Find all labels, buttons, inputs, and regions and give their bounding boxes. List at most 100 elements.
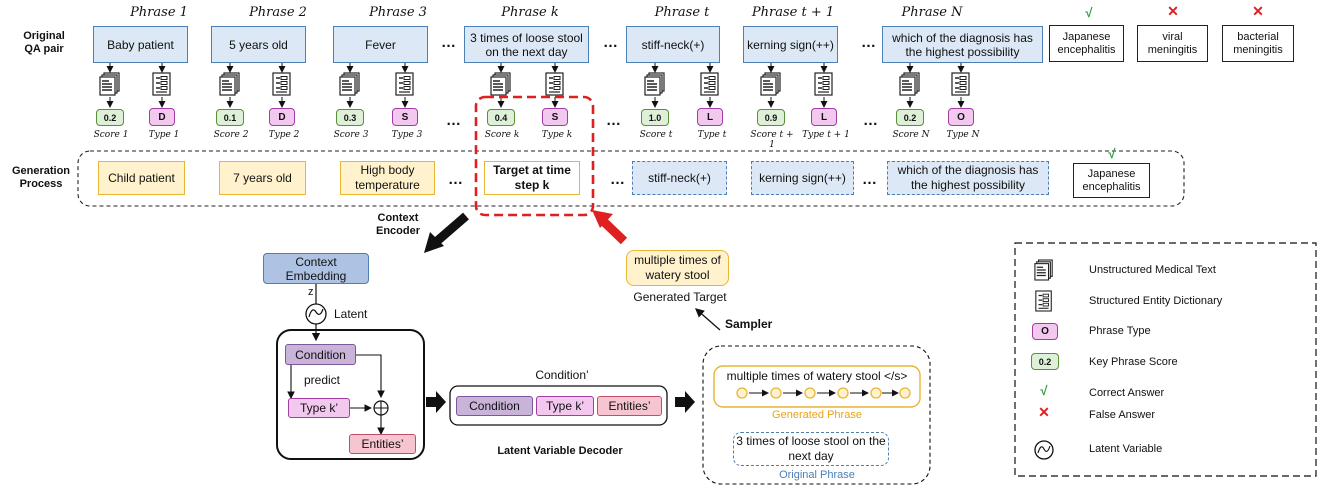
generation-process-container: [77, 150, 1185, 207]
type-label: Type t: [697, 130, 727, 140]
phrase-header: Phrase k: [501, 5, 559, 20]
latent-label: Latent: [334, 307, 368, 321]
type-label: Type 3: [391, 130, 423, 140]
answer-option-3: bacterial meningitis: [1222, 25, 1294, 62]
phrase-header: Phrase N: [901, 5, 963, 20]
ellipsis: …: [446, 112, 462, 129]
unstructured-text-icon: [339, 72, 360, 96]
generated-phrase-text: multiple times of watery stool </s>: [726, 369, 908, 383]
legend-structured-text: Structured Entity Dictionary: [1089, 295, 1223, 307]
phrase-header: Phrase t + 1: [751, 5, 835, 20]
key-phrase-score: 0.1: [216, 109, 244, 126]
score-label: Score N: [892, 130, 930, 140]
sampler-label: Sampler: [725, 317, 773, 331]
answer-2-mark: ✕: [1167, 3, 1179, 19]
score-label: Score t: [639, 130, 673, 140]
legend-score-icon: 0.2: [1031, 353, 1059, 370]
generated-phrase-slot: High body temperature: [340, 161, 435, 195]
score-label: Score t + 1: [750, 130, 794, 150]
latent-module-box: [276, 329, 425, 460]
unstructured-text-icon: [899, 72, 920, 96]
type-k-prime-box: Type k’: [288, 398, 350, 418]
type-label: Type N: [946, 130, 980, 140]
ellipsis: …: [863, 112, 879, 129]
legend-correct-text: Correct Answer: [1089, 387, 1165, 399]
to-generation-arrow: [675, 391, 695, 413]
context-encoder-label: Context Encoder: [375, 212, 420, 237]
phrase-header: Phrase t: [654, 5, 710, 20]
row-label-generation-text: Generation Process: [11, 165, 71, 190]
legend-score-text: Key Phrase Score: [1089, 356, 1178, 368]
legend-check-icon: √: [1040, 383, 1048, 398]
key-phrase-score: 1.0: [641, 109, 669, 126]
phrase-type: O: [948, 108, 974, 126]
generated-phrase-slot: 7 years old: [219, 161, 306, 195]
latent-variable-icon: [305, 303, 327, 325]
generated-phrase-slot: which of the diagnosis has the highest p…: [887, 161, 1049, 195]
original-phrase-box: which of the diagnosis has the highest p…: [882, 26, 1043, 63]
type-label: Type 1: [148, 130, 180, 140]
generated-target-label: Generated Target: [633, 290, 727, 304]
phrase-header: Phrase 2: [249, 5, 307, 20]
latent-variable-decoder-label: Latent Variable Decoder: [497, 445, 623, 457]
context-encoder-arrow: [433, 212, 469, 246]
dictionary-icon: [272, 72, 291, 96]
score-label: Score 3: [333, 130, 369, 140]
sampler-arrow: [695, 308, 721, 331]
legend-box: [1014, 242, 1317, 477]
row-label-generation: Generation Process: [6, 165, 76, 191]
unstructured-text-icon: [99, 72, 120, 96]
row-label-original: Original QA pair: [14, 30, 74, 56]
predict-label: predict: [304, 373, 341, 387]
generated-phrase-slot: Child patient: [98, 161, 185, 195]
type-label: Type t + 1: [802, 130, 850, 140]
row-label-original-text: Original QA pair: [23, 30, 65, 55]
answer-1-mark: √: [1085, 5, 1093, 20]
ellipsis: …: [603, 34, 619, 51]
legend-cross-icon: ✕: [1038, 404, 1050, 420]
score-label: Score k: [484, 130, 520, 140]
original-phrase-box: stiff-neck(+): [626, 26, 720, 63]
generated-phrase-slot: kerning sign(++): [751, 161, 854, 195]
dictionary-icon: [545, 72, 564, 96]
token-chain: [736, 387, 911, 399]
key-phrase-score: 0.2: [896, 109, 924, 126]
target-highlight: [474, 95, 595, 217]
generated-answer-mark: √: [1108, 146, 1116, 161]
dictionary-icon: [814, 72, 833, 96]
dictionary-icon: [395, 72, 414, 96]
ellipsis: …: [861, 34, 877, 51]
key-phrase-score: 0.9: [757, 109, 785, 126]
unstructured-text-icon: [644, 72, 665, 96]
key-phrase-score: 0.2: [96, 109, 124, 126]
phrase-type: D: [269, 108, 295, 126]
answer-option-2: viral meningitis: [1137, 25, 1208, 62]
ellipsis: …: [862, 171, 878, 188]
legend-phrase-type-icon: O: [1032, 323, 1058, 340]
z-label: z: [308, 286, 314, 298]
dictionary-icon: [152, 72, 171, 96]
context-embedding-box: Context Embedding: [263, 253, 369, 284]
phrase-type: S: [392, 108, 418, 126]
generated-phrase-slot: Target at time step k: [484, 161, 580, 195]
generated-phrase-slot: stiff-neck(+): [632, 161, 727, 195]
type-label: Type 2: [268, 130, 300, 140]
original-phrase-box: Fever: [333, 26, 428, 63]
original-phrase-box: 3 times of loose stool on the next day: [464, 26, 589, 63]
unstructured-text-icon: [760, 72, 781, 96]
condition-prime-type: Type k’: [536, 396, 594, 416]
phrase-header: Phrase 3: [369, 5, 427, 20]
score-label: Score 2: [213, 130, 249, 140]
unstructured-text-icon: [219, 72, 240, 96]
generated-target-box: multiple times of watery stool: [626, 250, 729, 286]
legend-unstructured-text: Unstructured Medical Text: [1089, 264, 1216, 276]
score-label: Score 1: [93, 130, 129, 140]
original-phrase-box: kerning sign(++): [743, 26, 838, 63]
phrase-type: D: [149, 108, 175, 126]
condition-prime-label: Condition’: [535, 368, 589, 382]
original-phrase-box: Baby patient: [93, 26, 188, 63]
phrase-header: Phrase 1: [130, 5, 188, 20]
ellipsis: …: [448, 171, 464, 188]
unstructured-text-icon: [490, 72, 511, 96]
key-phrase-score: 0.3: [336, 109, 364, 126]
